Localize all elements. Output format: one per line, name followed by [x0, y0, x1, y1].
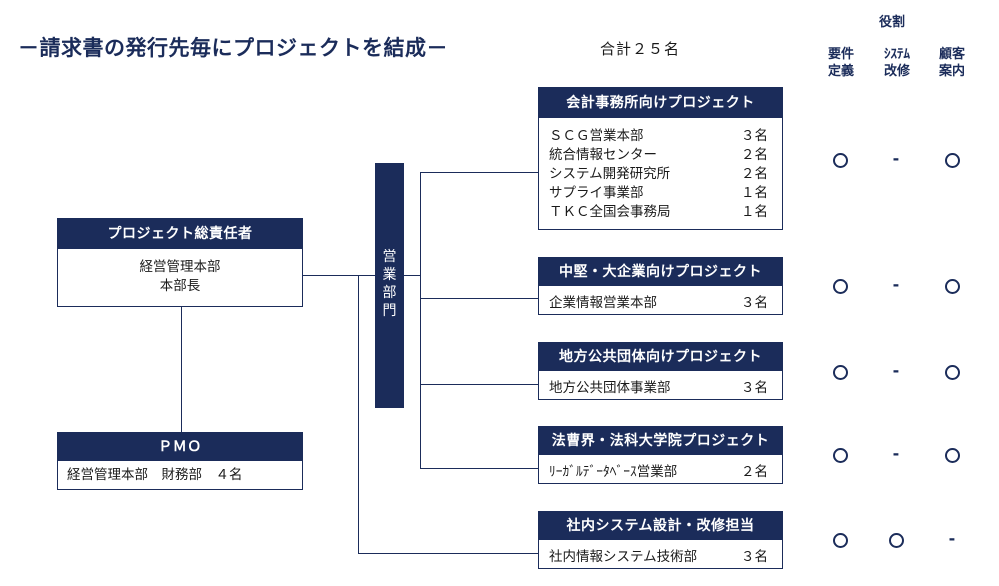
project-title: 社内システム設計・改修担当	[539, 512, 782, 540]
leader-box: プロジェクト総責任者 経営管理本部 本部長	[57, 218, 303, 307]
member-count: ２名	[741, 464, 768, 480]
member-count: １名	[741, 204, 768, 220]
role-header-customer: 顧客案内	[935, 46, 969, 80]
member-name: ＴＫＣ全国会事務局	[549, 204, 671, 220]
project-title: 法曹界・法科大学院プロジェクト	[539, 427, 782, 455]
roles-group-label: 役割	[879, 15, 906, 30]
member-name: 企業情報営業本部	[549, 295, 657, 311]
member-count: ３名	[741, 295, 768, 311]
sales-dept-char: 業	[382, 267, 397, 283]
member-name: システム開発研究所	[549, 166, 671, 182]
member-name: 地方公共団体事業部	[549, 380, 671, 396]
role-mark-dash: -	[892, 361, 900, 380]
pmo-box: ＰＭＯ 経営管理本部 財務部 ４名	[57, 432, 303, 490]
member-count: ３名	[741, 380, 768, 396]
sales-dept-char: 門	[382, 303, 397, 319]
connector-to-it	[358, 553, 538, 554]
role-mark-circle	[945, 153, 960, 168]
role-mark-circle	[833, 448, 848, 463]
sales-dept-char: 部	[382, 285, 397, 301]
role-mark-dash: -	[892, 275, 900, 294]
project-title: 地方公共団体向けプロジェクト	[539, 343, 782, 371]
role-mark-circle	[833, 279, 848, 294]
role-mark-dash: -	[948, 529, 956, 548]
leader-line: 経営管理本部	[139, 259, 221, 275]
role-mark-dash: -	[892, 149, 900, 168]
pmo-line: 経営管理本部 財務部 ４名	[67, 467, 243, 483]
connector-sales-out	[404, 275, 420, 276]
project-box-local-government: 地方公共団体向けプロジェクト 地方公共団体事業部 ３名	[538, 342, 783, 400]
connector-leader-pmo	[181, 307, 182, 432]
role-mark-circle	[945, 448, 960, 463]
leader-line: 本部長	[159, 278, 201, 294]
role-mark-circle	[945, 279, 960, 294]
page-title: －請求書の発行先毎にプロジェクトを結成－	[18, 36, 448, 60]
role-header-label: 要件定義	[827, 47, 854, 79]
connector-p4	[420, 468, 538, 469]
project-box-accounting: 会計事務所向けプロジェクト ＳＣＧ営業本部 ３名 統合情報センター ２名 システ…	[538, 87, 783, 230]
connector-direct-it	[358, 275, 359, 553]
connector-p3	[420, 384, 538, 385]
role-mark-dash: -	[892, 444, 900, 463]
project-title: 会計事務所向けプロジェクト	[539, 88, 782, 118]
connector-sales-trunk	[420, 172, 421, 469]
member-count: １名	[741, 185, 768, 201]
project-box-internal-it: 社内システム設計・改修担当 社内情報システム技術部 ３名	[538, 511, 783, 569]
pmo-title: ＰＭＯ	[58, 433, 302, 461]
leader-title: プロジェクト総責任者	[58, 219, 302, 249]
connector-leader-sales	[303, 275, 375, 276]
role-mark-circle	[889, 533, 904, 548]
member-count: ２名	[741, 166, 768, 182]
role-mark-circle	[833, 153, 848, 168]
member-count: ３名	[741, 549, 768, 565]
role-header-label: ｼｽﾃﾑ改修	[883, 47, 910, 79]
member-name: 社内情報システム技術部	[549, 549, 698, 565]
project-box-legal: 法曹界・法科大学院プロジェクト ﾘｰｶﾞﾙﾃﾞｰﾀﾍﾞｰｽ営業部 ２名	[538, 426, 783, 484]
member-name: ＳＣＧ営業本部	[549, 128, 644, 144]
role-header-system: ｼｽﾃﾑ改修	[880, 46, 914, 80]
project-box-enterprise: 中堅・大企業向けプロジェクト 企業情報営業本部 ３名	[538, 257, 783, 315]
role-header-requirements: 要件定義	[824, 46, 858, 80]
project-title: 中堅・大企業向けプロジェクト	[539, 258, 782, 286]
role-mark-circle	[945, 365, 960, 380]
role-mark-circle	[833, 533, 848, 548]
sales-dept-char: 営	[382, 249, 397, 265]
member-name: 統合情報センター	[549, 147, 657, 163]
member-name: ﾘｰｶﾞﾙﾃﾞｰﾀﾍﾞｰｽ営業部	[549, 464, 678, 480]
total-count: 合計２５名	[600, 40, 681, 58]
member-count: ２名	[741, 147, 768, 163]
role-header-label: 顧客案内	[938, 47, 965, 79]
member-name: サプライ事業部	[549, 185, 644, 201]
sales-department: 営 業 部 門	[375, 163, 404, 408]
member-count: ３名	[741, 128, 768, 144]
connector-p1	[420, 172, 538, 173]
connector-p2	[420, 298, 538, 299]
role-mark-circle	[833, 365, 848, 380]
